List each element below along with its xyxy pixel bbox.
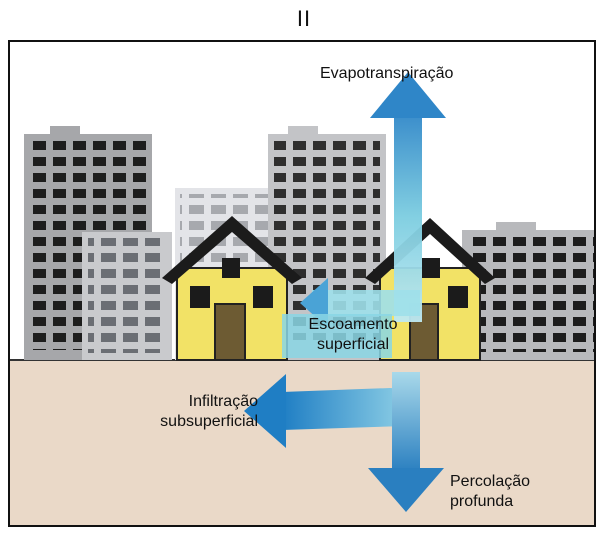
house-left <box>162 216 302 361</box>
deep-percolation-arrow <box>368 372 444 512</box>
subsurface-infiltration-arrow <box>244 374 409 448</box>
label-infiltracao-subsuperficial: Infiltração subsuperficial <box>160 393 258 430</box>
surface-runoff-arrow <box>282 278 420 358</box>
ground <box>10 360 594 525</box>
evapotranspiration-arrow <box>370 72 446 322</box>
diagram-frame: Evapotranspiração Escoamento superficial… <box>8 40 596 527</box>
water-cycle-illustration <box>10 72 594 525</box>
label-evapotranspiracao: Evapotranspiração <box>320 65 454 82</box>
label-percolacao-profunda: Percolação profunda <box>450 473 531 510</box>
label-escoamento-superficial: Escoamento superficial <box>308 316 398 353</box>
building-left-small <box>82 232 172 360</box>
building-right <box>462 222 594 360</box>
panel-label: II <box>296 6 312 31</box>
